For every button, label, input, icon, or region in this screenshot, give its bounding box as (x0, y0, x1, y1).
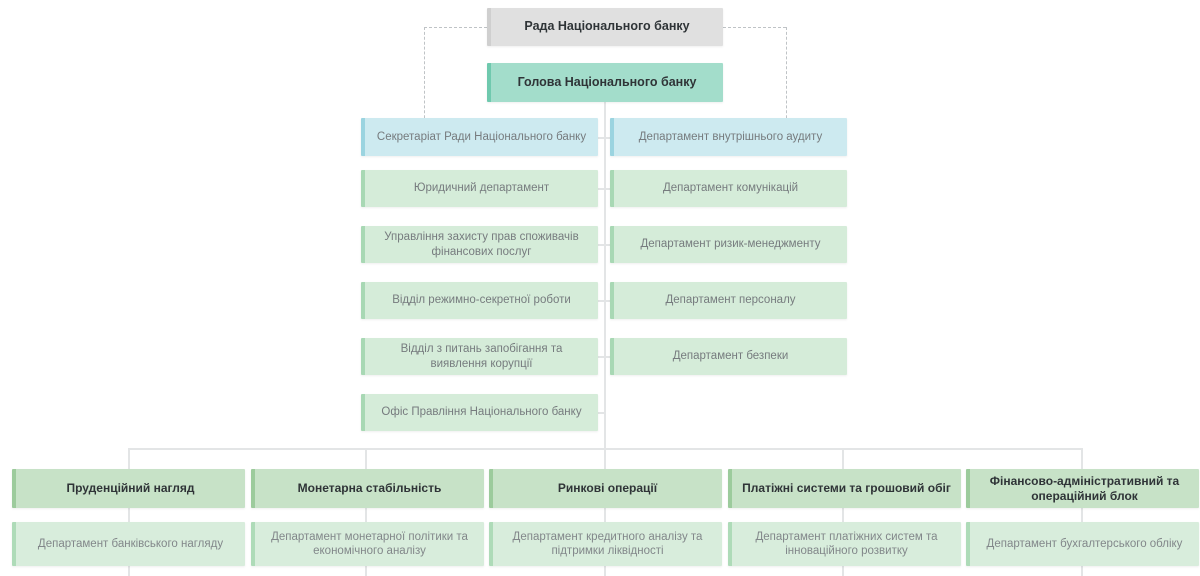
bus-drop-5 (1081, 448, 1083, 469)
stub-right-4 (604, 300, 612, 302)
stub-left-5 (598, 356, 606, 358)
node-left-4[interactable]: Відділ режимно-секретної роботи (361, 282, 598, 319)
bus-drop-1 (128, 448, 130, 469)
stub-right-3 (604, 244, 612, 246)
stub-right-1 (604, 137, 612, 139)
dept-financial-administrative-1[interactable]: Департамент бухгалтерського обліку (966, 522, 1199, 566)
dept-prudential-1[interactable]: Департамент банківського нагляду (12, 522, 245, 566)
bus-drop-4 (842, 448, 844, 469)
dashed-connector-left-vertical (424, 27, 425, 128)
dept-market-operations-1[interactable]: Департамент кредитного аналізу та підтри… (489, 522, 722, 566)
block-to-dept-line-4 (842, 508, 844, 522)
dept-down-line-3 (604, 566, 606, 576)
dept-monetary-1[interactable]: Департамент монетарної політики та еконо… (251, 522, 484, 566)
block-header-prudential[interactable]: Пруденційний нагляд (12, 469, 245, 508)
dept-down-line-4 (842, 566, 844, 576)
node-right-5[interactable]: Департамент безпеки (610, 338, 847, 375)
dept-payment-systems-1[interactable]: Департамент платіжних систем та інноваці… (728, 522, 961, 566)
node-left-6[interactable]: Офіс Правління Національного банку (361, 394, 598, 431)
trunk-line-main (604, 102, 606, 450)
node-right-4[interactable]: Департамент персоналу (610, 282, 847, 319)
dept-down-line-2 (365, 566, 367, 576)
stub-left-1 (598, 137, 606, 139)
dashed-connector-right-horizontal (723, 27, 786, 28)
block-header-market-operations[interactable]: Ринкові операції (489, 469, 722, 508)
dept-down-line-1 (128, 566, 130, 576)
dashed-connector-right-vertical (786, 27, 787, 128)
bus-drop-3 (604, 448, 606, 469)
dept-down-line-5 (1081, 566, 1083, 576)
stub-left-4 (598, 300, 606, 302)
dashed-connector-left-horizontal (424, 27, 487, 28)
node-left-1[interactable]: Секретаріат Ради Національного банку (361, 118, 598, 156)
node-right-1[interactable]: Департамент внутрішнього аудиту (610, 118, 847, 156)
block-header-payment-systems[interactable]: Платіжні системи та грошовий обіг (728, 469, 961, 508)
node-left-5[interactable]: Відділ з питань запобігання та виявлення… (361, 338, 598, 375)
block-to-dept-line-1 (128, 508, 130, 522)
stub-left-3 (598, 244, 606, 246)
node-right-2[interactable]: Департамент комунікацій (610, 170, 847, 207)
stub-right-2 (604, 188, 612, 190)
node-left-3[interactable]: Управління захисту прав споживачів фінан… (361, 226, 598, 263)
stub-left-2 (598, 188, 606, 190)
block-to-dept-line-2 (365, 508, 367, 522)
block-to-dept-line-5 (1081, 508, 1083, 522)
stub-right-5 (604, 356, 612, 358)
bus-drop-2 (365, 448, 367, 469)
node-left-2[interactable]: Юридичний департамент (361, 170, 598, 207)
block-header-monetary[interactable]: Монетарна стабільність (251, 469, 484, 508)
stub-left-6 (598, 412, 606, 414)
node-governor[interactable]: Голова Національного банку (487, 63, 723, 102)
block-header-financial-administrative[interactable]: Фінансово-адміністративний та операційни… (966, 469, 1199, 508)
node-right-3[interactable]: Департамент ризик-менеджменту (610, 226, 847, 263)
block-to-dept-line-3 (604, 508, 606, 522)
node-council[interactable]: Рада Національного банку (487, 8, 723, 46)
